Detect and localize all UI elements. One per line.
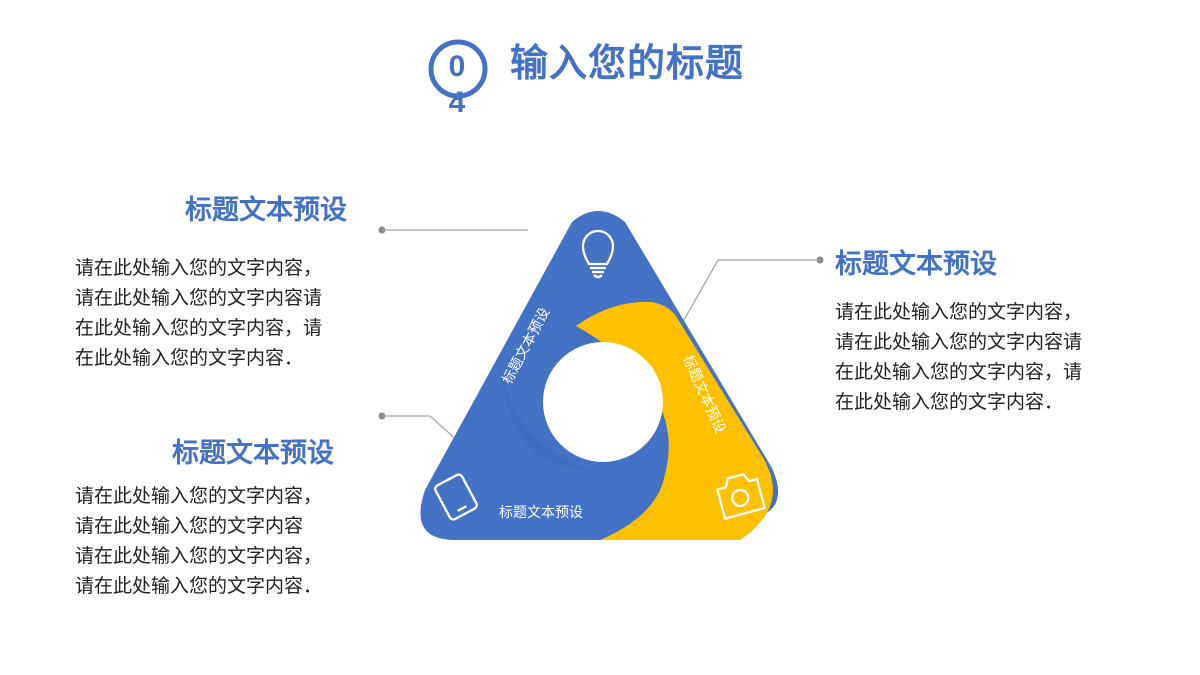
connector-right bbox=[675, 256, 824, 335]
lightbulb-icon bbox=[581, 229, 615, 279]
center-hole bbox=[543, 342, 663, 462]
left-top-title: 标题文本预设 bbox=[185, 195, 347, 226]
segment-bottom-label: 标题文本预设 bbox=[499, 505, 583, 521]
left-bottom-body: 请在此处输入您的文字内容， 请在此处输入您的文字内容 请在此处输入您的文字内容，… bbox=[75, 485, 323, 597]
section-number-bottom: 4 bbox=[448, 86, 466, 119]
page-title: 输入您的标题 bbox=[510, 41, 745, 85]
right-title: 标题文本预设 bbox=[835, 249, 997, 280]
badge-ring bbox=[428, 39, 488, 100]
left-bottom-title: 标题文本预设 bbox=[172, 438, 334, 469]
right-body: 请在此处输入您的文字内容， 请在此处输入您的文字内容请 在此处输入您的文字内容，… bbox=[835, 301, 1083, 413]
connector-left-top bbox=[378, 226, 528, 234]
camera-icon bbox=[716, 473, 766, 520]
section-number-badge: 0 4 bbox=[428, 24, 498, 118]
tablet-icon bbox=[434, 473, 478, 521]
left-top-body: 请在此处输入您的文字内容， 请在此处输入您的文字内容请 在此处输入您的文字内容，… bbox=[75, 257, 323, 369]
section-number-top: 0 bbox=[448, 50, 466, 83]
swirl-shade bbox=[500, 365, 598, 472]
